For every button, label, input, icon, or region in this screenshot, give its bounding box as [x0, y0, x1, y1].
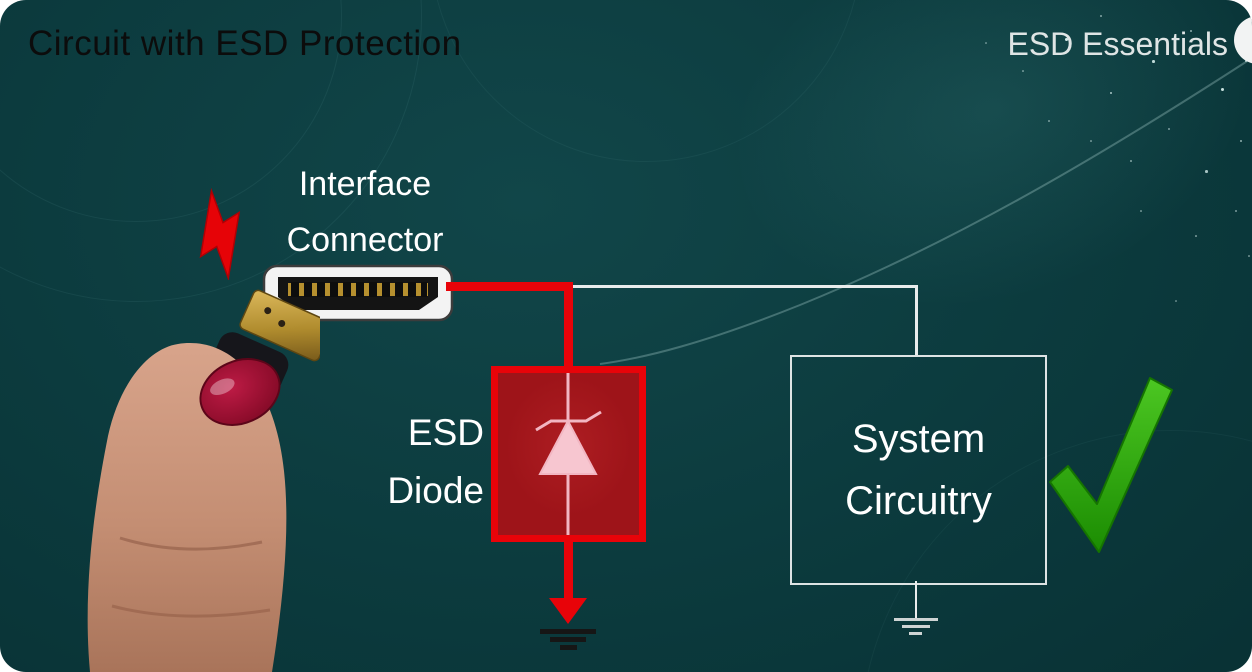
arrow-down-icon	[549, 598, 587, 624]
star-dot	[1240, 140, 1242, 142]
wire-white-horizontal	[572, 285, 918, 288]
star-dot	[1235, 210, 1237, 212]
diode-symbol-icon	[535, 373, 602, 535]
star-dot	[1022, 70, 1024, 72]
interface-connector-label-line2: Connector	[286, 221, 444, 259]
ground-bar	[909, 632, 922, 635]
esd-diode-label-line1: ESD	[407, 412, 484, 453]
star-dot	[1168, 128, 1170, 130]
wire-red-vertical	[564, 282, 573, 374]
system-circuitry-box: System Circuitry	[790, 355, 1047, 585]
brand-text: ESD Essentials	[1007, 26, 1228, 62]
star-dot	[1048, 120, 1050, 122]
interface-connector-label: Interface Connector	[248, 156, 482, 268]
esd-diode-box	[491, 366, 646, 542]
wire-white-vertical	[915, 285, 918, 355]
ground-bar	[540, 629, 596, 634]
ground-symbol-left	[540, 629, 596, 651]
star-dot	[1221, 88, 1224, 91]
thumb-nail	[199, 358, 281, 426]
star-dot	[985, 42, 987, 44]
ground-bar	[550, 637, 586, 642]
star-dot	[1205, 170, 1208, 173]
ground-bar	[894, 618, 938, 621]
wire-red-to-ground	[564, 537, 573, 601]
check-icon	[1049, 377, 1173, 553]
ground-symbol-right	[894, 618, 938, 636]
wire-white-to-ground	[915, 581, 917, 618]
brand-logo-icon	[1234, 16, 1252, 64]
star-dot	[1248, 255, 1250, 257]
hand-photo	[87, 289, 320, 672]
wire-red-horizontal	[446, 282, 573, 291]
star-dot	[1140, 210, 1142, 212]
hdmi-connector-icon	[262, 264, 454, 322]
star-dot	[1130, 160, 1132, 162]
page-title: Circuit with ESD Protection	[28, 24, 462, 63]
star-dot	[1110, 92, 1112, 94]
hdmi-plug	[239, 289, 320, 362]
system-circuitry-label-line1: System	[851, 417, 986, 461]
interface-connector-label-line1: Interface	[298, 165, 432, 203]
esd-diode-label-line2: Diode	[387, 470, 484, 511]
star-dot	[1190, 30, 1192, 32]
system-circuitry-label-line2: Circuitry	[845, 479, 992, 523]
star-dot	[1090, 140, 1092, 142]
ground-bar	[560, 645, 577, 650]
lightning-icon	[199, 187, 241, 280]
star-dot	[1152, 60, 1155, 63]
star-dot	[1175, 300, 1177, 302]
star-dot	[1065, 38, 1068, 41]
esd-diode-label: ESD Diode	[352, 404, 484, 520]
ground-bar	[902, 625, 930, 628]
star-dot	[1100, 15, 1102, 17]
star-dot	[1195, 235, 1197, 237]
